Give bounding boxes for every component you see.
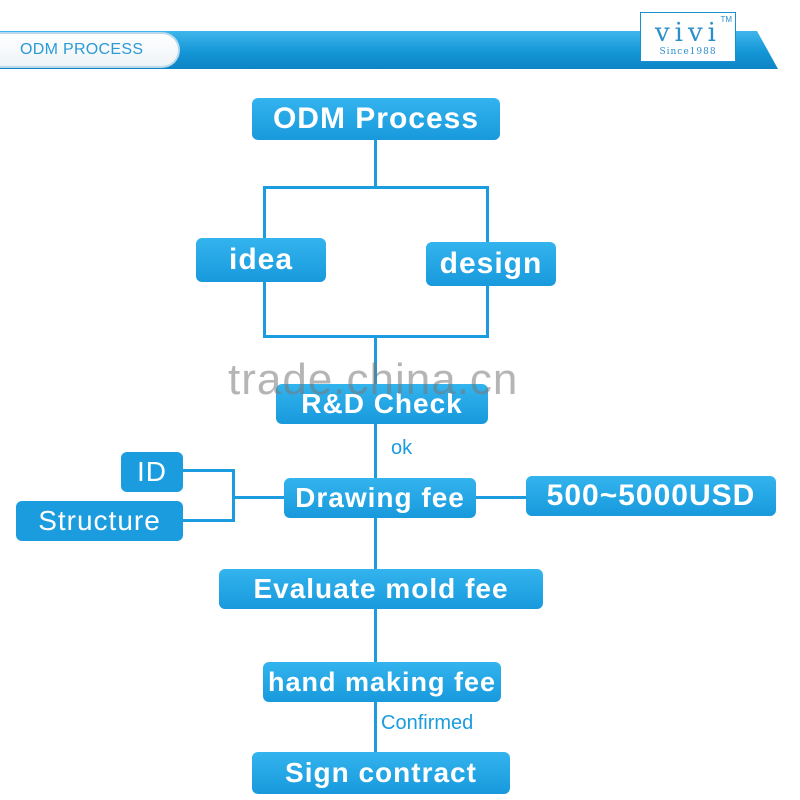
structure-box: Structure — [16, 501, 183, 541]
id-box: ID — [121, 452, 183, 492]
connector-line — [374, 140, 377, 188]
ok-label: ok — [391, 437, 413, 459]
watermark: trade.china.cn — [228, 355, 519, 404]
drawing-fee-box: Drawing fee — [284, 478, 476, 518]
design-box: design — [426, 242, 556, 286]
connector-line — [182, 469, 234, 472]
idea-box: idea — [196, 238, 326, 282]
connector-line — [374, 335, 377, 385]
connector-line — [374, 424, 377, 480]
brand-logo: TM vivi Since1988 — [640, 12, 736, 62]
evaluate-mold-fee-box: Evaluate mold fee — [219, 569, 543, 609]
rd-check-box: R&D Check — [276, 384, 488, 424]
logo-name: vivi — [654, 18, 721, 48]
logo-trademark: TM — [720, 15, 732, 24]
connector-line — [374, 700, 377, 754]
connector-line — [232, 496, 284, 499]
connector-line — [374, 515, 377, 571]
connector-line — [263, 186, 489, 189]
confirmed-label: Confirmed — [381, 712, 474, 734]
connector-line — [374, 608, 377, 664]
connector-line — [182, 519, 234, 522]
drawing-fee-range-box: 500~5000USD — [526, 476, 776, 516]
header-title: ODM PROCESS — [0, 32, 180, 68]
connector-line — [232, 469, 235, 522]
connector-line — [476, 496, 528, 499]
hand-making-fee-box: hand making fee — [263, 662, 501, 702]
odm-process-box: ODM Process — [252, 98, 500, 140]
logo-since: Since1988 — [659, 47, 717, 57]
sign-contract-box: Sign contract — [252, 752, 510, 794]
